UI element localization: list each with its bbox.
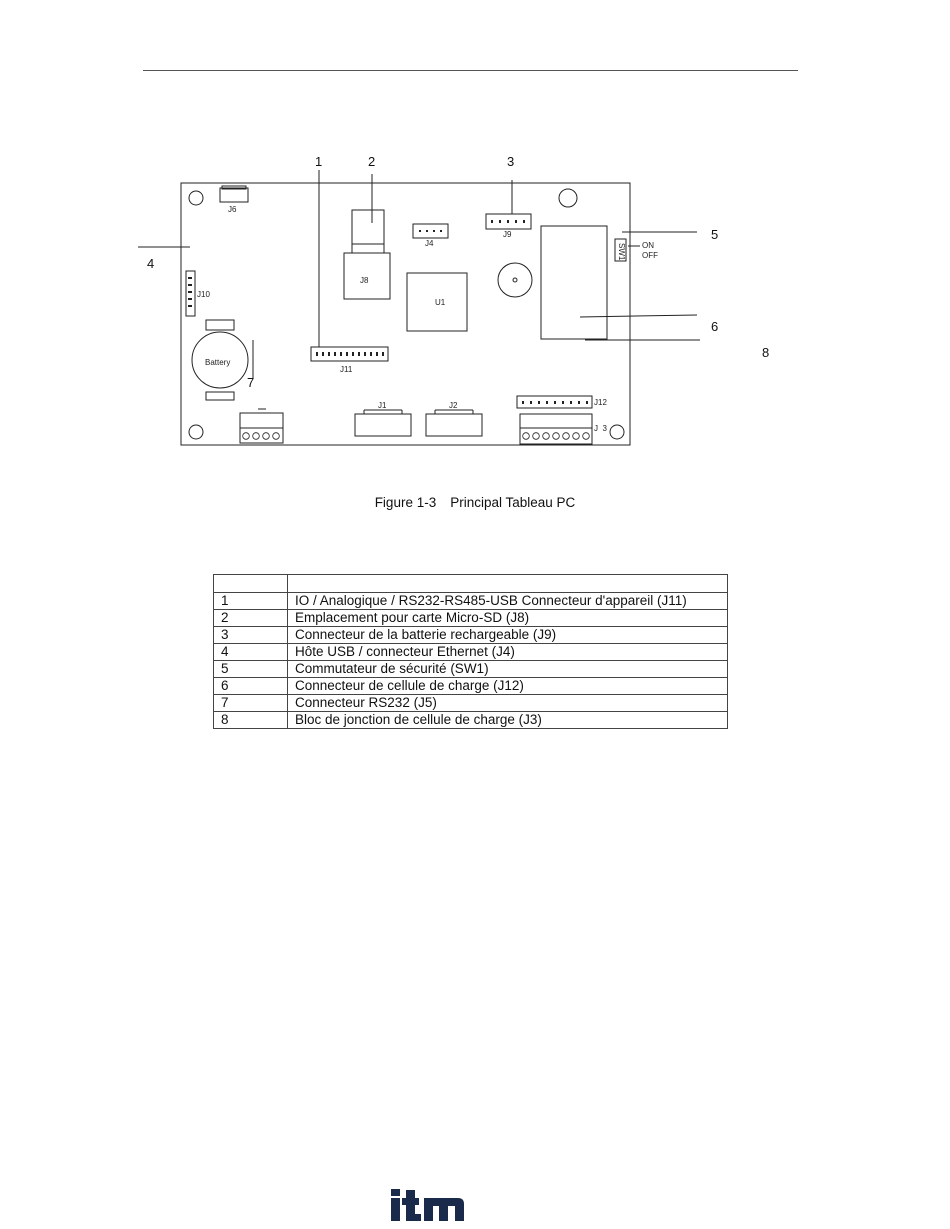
j1-connector: [354, 413, 412, 437]
row-number: 4: [213, 643, 288, 661]
mounting-hole: [558, 188, 578, 208]
table-header-cell: [213, 574, 288, 593]
mounting-hole: [609, 424, 625, 440]
row-number: 5: [213, 660, 288, 678]
pc-board-diagram: J6 J4 J9 J8 U1 J10 Battery J11 J1 J2 J12…: [138, 154, 769, 446]
label-j1: J1: [378, 401, 387, 410]
figure-caption: Figure 1-3 Principal Tableau PC: [0, 495, 950, 510]
label-j4: J4: [425, 239, 434, 248]
row-description: Connecteur de la batterie rechargeable (…: [287, 626, 728, 644]
table-header-cell: [287, 574, 728, 593]
row-number: 1: [213, 592, 288, 610]
label-j11: J11: [340, 365, 353, 374]
label-u1: U1: [435, 298, 446, 307]
row-description: Commutateur de sécurité (SW1): [287, 660, 728, 678]
callout-4: 4: [147, 256, 154, 271]
board-outline: [180, 182, 631, 446]
label-battery: Battery: [205, 358, 230, 367]
j2-connector: [425, 413, 483, 437]
row-number: 8: [213, 711, 288, 729]
figure-title: Principal Tableau PC: [450, 495, 576, 510]
j11-connector: [310, 346, 389, 362]
logo-text: itm: [390, 1188, 392, 1189]
label-j10: J10: [197, 290, 210, 299]
label-off: OFF: [642, 251, 658, 260]
j4-connector: [412, 223, 449, 239]
mounting-hole: [188, 190, 204, 206]
itm-logo-icon: itm: [390, 1188, 464, 1221]
j10-connector: [185, 270, 196, 317]
row-number: 6: [213, 677, 288, 695]
row-description: IO / Analogique / RS232-RS485-USB Connec…: [287, 592, 728, 610]
header-rule: [143, 70, 798, 71]
row-description: Connecteur RS232 (J5): [287, 694, 728, 712]
row-number: 2: [213, 609, 288, 627]
label-sw1: SW1: [617, 243, 626, 261]
row-description: Hôte USB / connecteur Ethernet (J4): [287, 643, 728, 661]
table-header-row: [213, 574, 728, 593]
j3-terminal: [519, 413, 593, 445]
row-number: 3: [213, 626, 288, 644]
j8-connector: [343, 252, 391, 300]
j6-connector: [219, 187, 249, 203]
callout-5: 5: [711, 227, 718, 242]
row-description: Bloc de jonction de cellule de charge (J…: [287, 711, 728, 729]
callout-7: 7: [247, 375, 254, 390]
figure-number: Figure 1-3: [374, 495, 437, 510]
row-description: Emplacement pour carte Micro-SD (J8): [287, 609, 728, 627]
label-j6: J6: [228, 205, 237, 214]
label-j12: J12: [594, 398, 607, 407]
callout-2: 2: [368, 154, 375, 169]
battery-cell: [191, 331, 249, 389]
callout-1: 1: [315, 154, 322, 169]
j9-connector: [485, 213, 532, 230]
mounting-hole: [188, 424, 204, 440]
row-number: 7: [213, 694, 288, 712]
label-j9: J9: [503, 230, 512, 239]
sw1-switch: [614, 238, 627, 262]
buzzer: [497, 262, 533, 298]
label-j2: J2: [449, 401, 458, 410]
j12-connector: [516, 395, 593, 409]
relay-block: [540, 225, 608, 340]
u1-chip: [406, 272, 468, 332]
callout-8: 8: [762, 345, 769, 360]
callout-6: 6: [711, 319, 718, 334]
callout-3: 3: [507, 154, 514, 169]
label-j3: J 3: [594, 424, 607, 433]
row-description: Connecteur de cellule de charge (J12): [287, 677, 728, 695]
label-j8: J8: [360, 276, 369, 285]
label-on: ON: [642, 241, 654, 250]
